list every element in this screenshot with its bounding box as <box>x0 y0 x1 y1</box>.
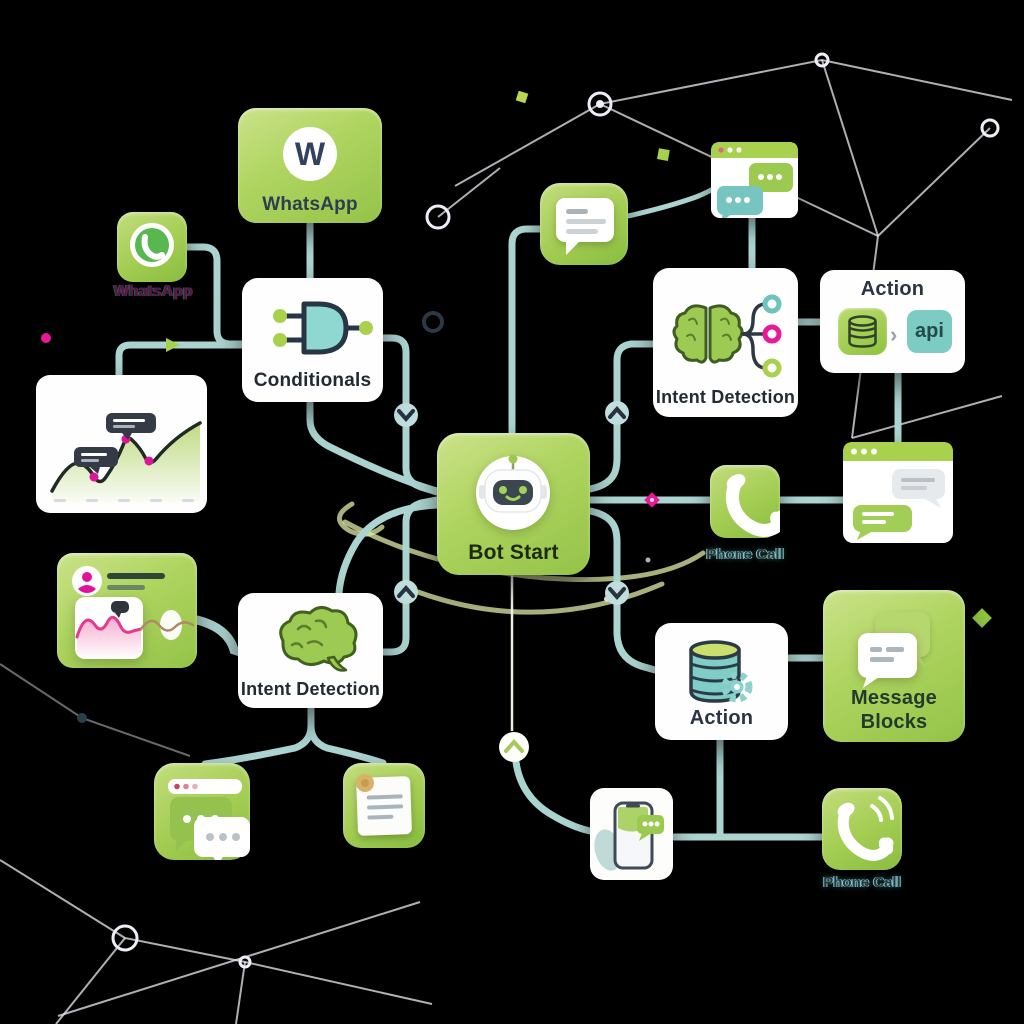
message-blocks-icon <box>858 612 930 688</box>
chart-tooltips <box>74 413 156 474</box>
avatar-icon <box>78 572 96 593</box>
gear-icon <box>721 671 753 703</box>
message-blocks-label: Message Blocks <box>851 687 937 733</box>
api-label: api <box>915 320 944 342</box>
mobile-message-content <box>594 801 664 871</box>
database-badge <box>838 308 887 355</box>
database-icon <box>848 315 877 348</box>
chat-window-icon <box>168 779 250 865</box>
network-junction-rings <box>111 52 1000 969</box>
confetti-shapes <box>41 90 992 723</box>
node-bot-start[interactable]: Bot Start <box>437 433 590 575</box>
node-whatsapp-source[interactable] <box>117 212 187 282</box>
node-action-top[interactable]: Action › api <box>820 270 965 373</box>
node-note-icon[interactable] <box>343 763 425 848</box>
node-action-bottom[interactable]: Action <box>655 623 788 740</box>
phone-handset-icon <box>725 474 788 537</box>
action-bottom-label: Action <box>689 707 754 729</box>
database-gear-icon <box>689 640 753 703</box>
note-document-icon <box>356 774 412 836</box>
whatsapp-bubble-icon: W <box>283 127 337 181</box>
node-conditionals[interactable]: Conditionals <box>242 278 383 402</box>
wave-card-content <box>72 566 195 659</box>
intent-left-label: Intent Detection <box>240 679 381 699</box>
arrow-right-icon: › <box>890 322 898 347</box>
whatsapp-source-label: WhatsApp <box>113 283 193 300</box>
node-whatsapp[interactable]: W WhatsApp <box>238 108 382 223</box>
browser-chat-top-content <box>711 142 798 222</box>
node-intent-detection-right[interactable]: Intent Detection <box>653 268 798 417</box>
node-phone-call-center[interactable] <box>710 465 788 538</box>
bot-start-label: Bot Start <box>468 541 559 564</box>
chart-axis-ticks <box>54 499 194 502</box>
phone-call-bottom-label: Phone Call <box>823 874 901 891</box>
brain-icon <box>279 606 358 672</box>
node-message-blocks[interactable]: Message Blocks <box>823 590 965 742</box>
node-intent-detection-left[interactable]: Intent Detection <box>238 593 383 708</box>
whatsapp-icon <box>117 212 187 282</box>
action-top-label: Action <box>860 278 925 300</box>
phone-call-center-label: Phone Call <box>706 546 784 563</box>
phone-ring-icon <box>837 796 894 861</box>
browser-chat-right-content <box>843 442 953 540</box>
logic-gate-icon <box>273 301 373 355</box>
intent-right-label: Intent Detection <box>655 387 796 407</box>
node-analytics-card[interactable] <box>36 375 207 513</box>
node-browser-chat-right[interactable] <box>843 442 953 543</box>
node-message-icon[interactable] <box>540 183 628 265</box>
intent-branch-icon <box>672 294 782 378</box>
whatsapp-node-label: WhatsApp <box>262 194 358 215</box>
robot-icon <box>476 454 550 530</box>
swirl-accent <box>337 501 706 615</box>
api-badge: api <box>907 310 952 353</box>
whatsapp-logo-icon <box>130 223 174 267</box>
node-profile-wave-card[interactable] <box>57 553 197 668</box>
area-chart-icon <box>50 413 202 503</box>
speech-bubble-icon <box>556 198 614 255</box>
flow-connectors <box>115 187 902 841</box>
whatsapp-letter: W <box>295 136 326 172</box>
node-phone-call-bottom[interactable] <box>822 788 902 870</box>
node-mobile-message-card[interactable] <box>590 788 673 880</box>
node-chat-browser-icon[interactable] <box>154 763 250 865</box>
node-browser-chat-top[interactable] <box>711 142 798 222</box>
conditionals-label: Conditionals <box>253 370 372 391</box>
